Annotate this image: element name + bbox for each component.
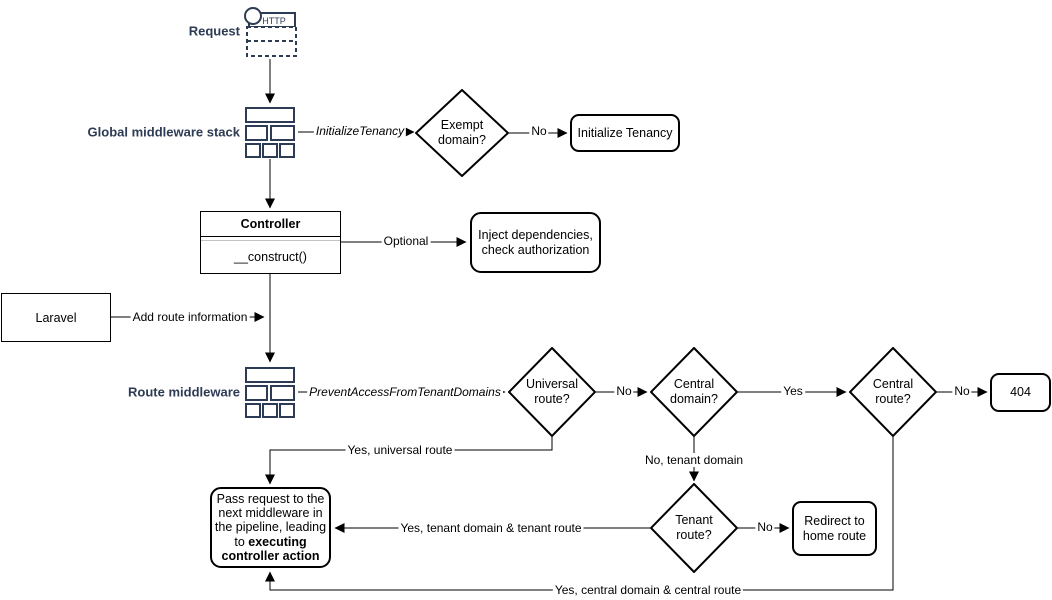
edge-label-add-route-information: Add route information [130,310,250,324]
universal-route-diamond-label: Universal route? [525,377,579,406]
edge-label-yes-universal-route: Yes, universal route [345,443,455,457]
pass-request-node: Pass request to the next middleware in t… [210,487,331,568]
central-domain-diamond: Central domain? [650,347,738,437]
central-route-diamond-label: Central route? [872,377,914,406]
controller-node: Controller __construct() [200,211,341,274]
not-found-node: 404 [990,373,1051,412]
middleware-stack-icon [244,106,296,164]
edge-label-prevent-access: PreventAccessFromTenantDomains [307,385,503,399]
global-middleware-stack-label: Global middleware stack [87,124,240,140]
route-middleware-label: Route middleware [128,384,240,400]
inject-dependencies-node: Inject dependencies, check authorization [470,212,601,273]
edge-label-optional: Optional [381,234,431,248]
route-middleware-icon [244,366,296,424]
edge-label-exempt-no: No [529,124,549,138]
edge-label-tenant-route-no: No [755,520,775,534]
request-label: Request [188,23,240,39]
edge-label-yes-tenant-domain-route: Yes, tenant domain & tenant route [398,521,584,535]
central-route-diamond: Central route? [849,347,937,437]
http-icon-text: HTTP [262,16,286,26]
edge-label-yes-central-domain-route: Yes, central domain & central route [552,583,744,597]
tenant-route-diamond: Tenant route? [650,483,738,573]
http-request-icon: HTTP [243,4,299,64]
edge-label-central-route-no: No [952,384,972,398]
laravel-node: Laravel [1,293,111,342]
controller-construct-method: __construct() [201,240,340,273]
redirect-home-node: Redirect to home route [792,501,877,556]
controller-title: Controller [201,212,340,237]
edge-label-no-tenant-domain: No, tenant domain [642,453,746,467]
edge-label-universal-no: No [614,384,634,398]
exempt-domain-diamond: Exempt domain? [415,89,509,177]
edge-label-initialize-tenancy: InitializeTenancy [313,124,407,138]
tenant-route-diamond-label: Tenant route? [675,513,713,542]
exempt-domain-diamond-label: Exempt domain? [438,118,486,147]
pass-request-bold-text: executing controller action [221,534,320,563]
universal-route-diamond: Universal route? [508,347,596,437]
pass-request-text: Pass request to the next middleware in t… [214,491,327,549]
initialize-tenancy-node: Initialize Tenancy [570,114,680,152]
central-domain-diamond-label: Central domain? [670,377,718,406]
edge-label-central-domain-yes: Yes [781,384,805,398]
